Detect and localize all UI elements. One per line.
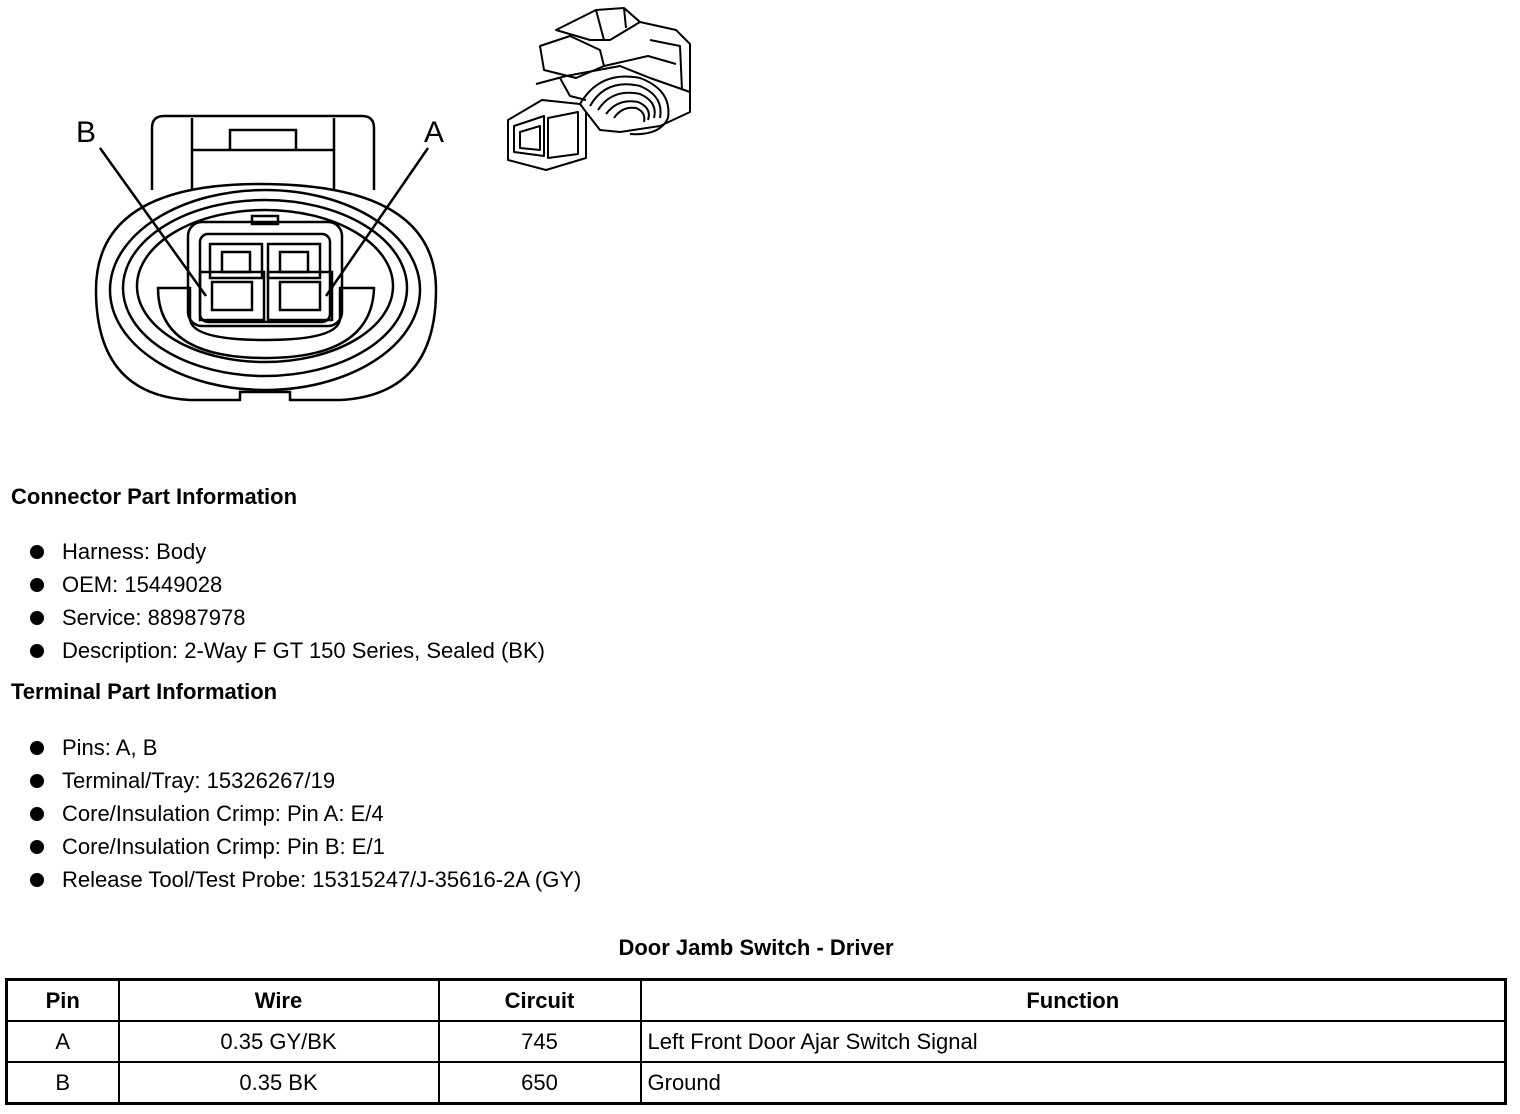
list-item: OEM: 15449028 [30, 568, 545, 601]
cell-function: Left Front Door Ajar Switch Signal [639, 1020, 1507, 1063]
leader-line-a [324, 147, 430, 297]
pin-table: Pin Wire Circuit Function A 0.35 GY/BK 7… [5, 978, 1507, 1105]
list-item: Core/Insulation Crimp: Pin A: E/4 [30, 797, 581, 830]
connector-body-outer [94, 182, 438, 402]
terminal-info-list: Pins: A, B Terminal/Tray: 15326267/19 Co… [30, 731, 581, 896]
connector-info-title: Connector Part Information [11, 484, 298, 509]
cell-pin: A [5, 1020, 120, 1063]
table-title: Door Jamb Switch - Driver [618, 935, 894, 960]
bullet-icon [30, 840, 44, 854]
column-header-function: Function [639, 978, 1507, 1022]
terminal-info-title: Terminal Part Information [11, 679, 278, 704]
cavity-a [266, 270, 334, 322]
cell-pin: B [5, 1061, 120, 1105]
bullet-icon [30, 807, 44, 821]
connector-info-list: Harness: Body OEM: 15449028 Service: 889… [30, 535, 545, 667]
column-header-wire: Wire [117, 978, 440, 1022]
connector-drawing: B A [76, 7, 691, 402]
cell-wire: 0.35 GY/BK [117, 1020, 440, 1063]
connector-latch [150, 114, 376, 190]
cavity-b [198, 270, 266, 322]
list-item: Core/Insulation Crimp: Pin B: E/1 [30, 830, 581, 863]
bullet-icon [30, 741, 44, 755]
connector-isometric [507, 7, 691, 171]
list-item: Description: 2-Way F GT 150 Series, Seal… [30, 634, 545, 667]
column-header-circuit: Circuit [437, 978, 642, 1022]
table-row: B 0.35 BK 650 Ground [5, 1061, 1507, 1105]
cell-function: Ground [639, 1061, 1507, 1105]
bullet-icon [30, 873, 44, 887]
table-header-row: Pin Wire Circuit Function [5, 978, 1507, 1022]
bullet-icon [30, 644, 44, 658]
bullet-icon [30, 545, 44, 559]
pin-label-b: B [76, 116, 96, 149]
bullet-icon [30, 774, 44, 788]
list-item: Pins: A, B [30, 731, 581, 764]
list-item: Harness: Body [30, 535, 545, 568]
list-item: Release Tool/Test Probe: 15315247/J-3561… [30, 863, 581, 896]
pin-label-a: A [424, 116, 444, 149]
column-header-pin: Pin [5, 978, 120, 1022]
cell-circuit: 650 [437, 1061, 642, 1105]
cell-circuit: 745 [437, 1020, 642, 1063]
cell-wire: 0.35 BK [117, 1061, 440, 1105]
table-row: A 0.35 GY/BK 745 Left Front Door Ajar Sw… [5, 1020, 1507, 1063]
bullet-icon [30, 578, 44, 592]
list-item: Terminal/Tray: 15326267/19 [30, 764, 581, 797]
list-item: Service: 88987978 [30, 601, 545, 634]
bullet-icon [30, 611, 44, 625]
leader-line-b [98, 147, 208, 297]
